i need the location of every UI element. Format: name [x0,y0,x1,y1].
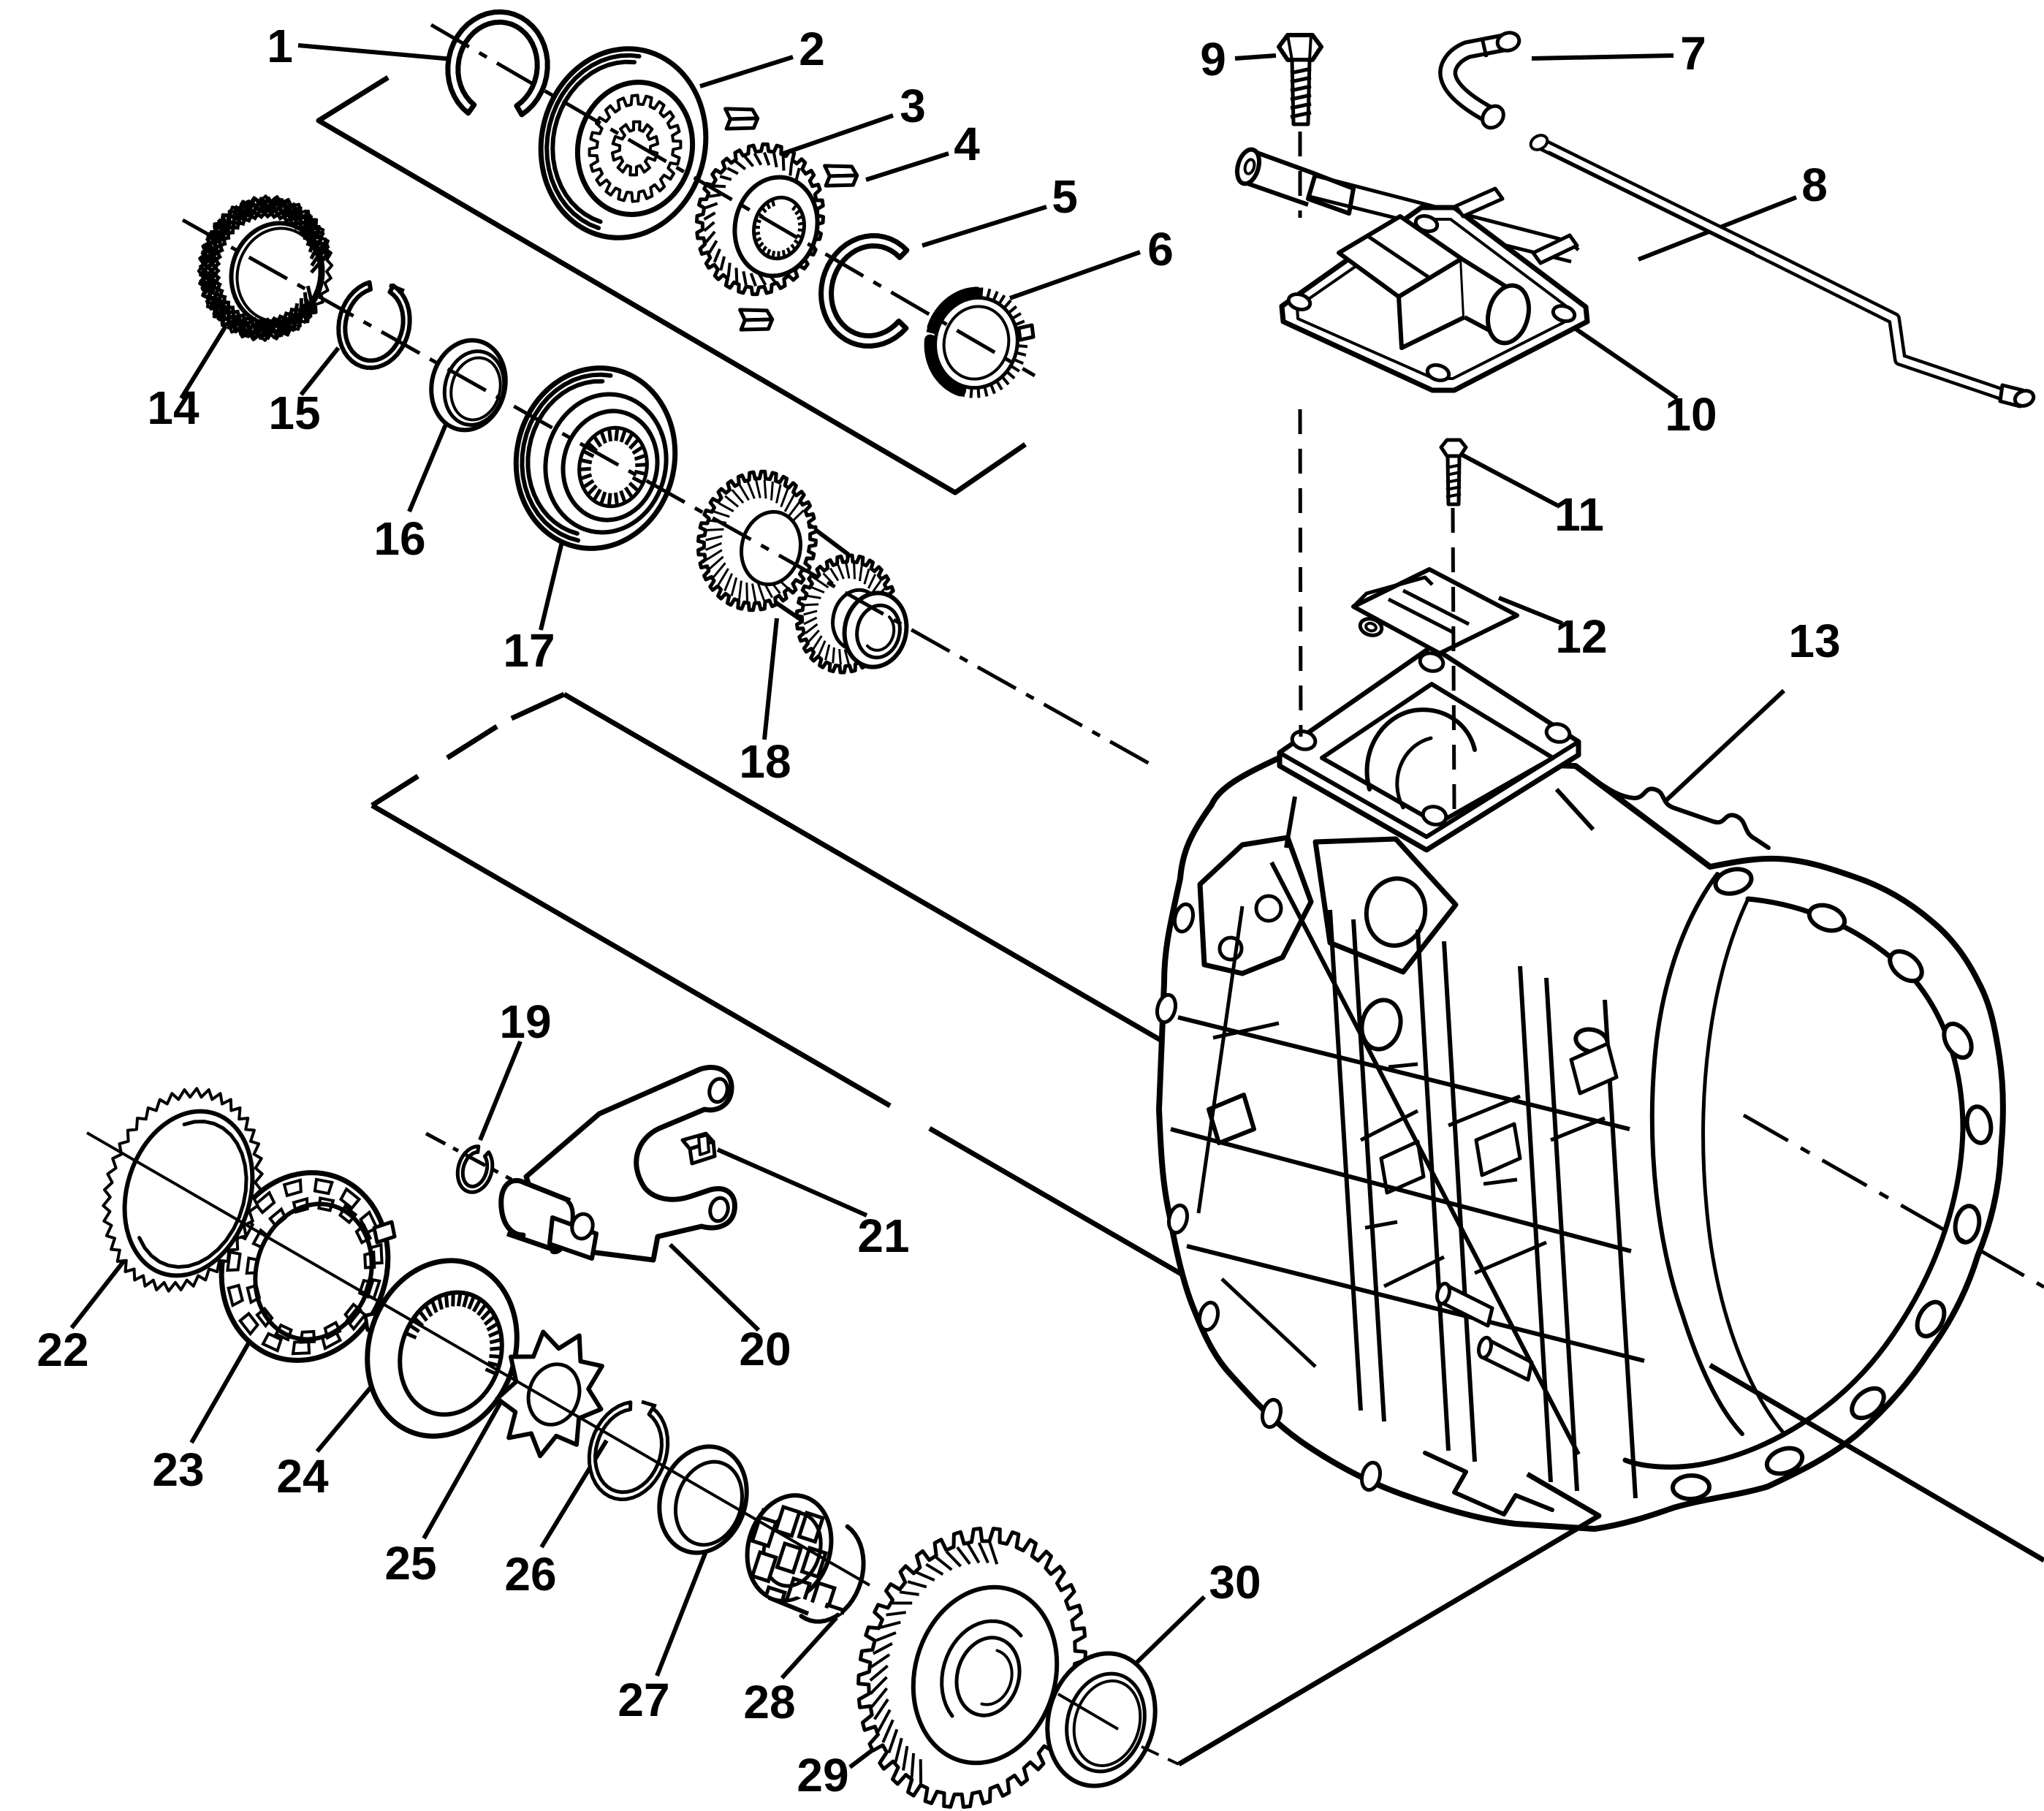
svg-text:8: 8 [1801,159,1828,211]
svg-text:12: 12 [1555,610,1607,663]
svg-text:27: 27 [618,1674,669,1726]
svg-text:16: 16 [373,512,425,565]
svg-text:15: 15 [268,387,320,439]
svg-text:3: 3 [900,80,926,132]
svg-text:22: 22 [37,1324,88,1376]
svg-text:10: 10 [1665,388,1717,441]
svg-text:28: 28 [743,1676,795,1728]
svg-text:19: 19 [499,995,551,1048]
svg-text:20: 20 [739,1323,791,1375]
svg-text:5: 5 [1052,170,1078,223]
svg-text:4: 4 [954,118,980,170]
svg-text:29: 29 [797,1749,848,1801]
svg-text:21: 21 [857,1210,909,1262]
svg-text:2: 2 [799,23,825,75]
svg-text:14: 14 [147,381,200,434]
svg-text:13: 13 [1788,615,1840,667]
svg-text:7: 7 [1680,27,1706,80]
svg-text:1: 1 [267,20,293,72]
svg-text:26: 26 [504,1548,556,1601]
svg-text:17: 17 [503,624,555,677]
svg-text:24: 24 [276,1450,329,1503]
svg-text:9: 9 [1200,33,1226,86]
svg-text:6: 6 [1147,223,1174,276]
svg-text:23: 23 [152,1443,204,1496]
svg-text:30: 30 [1209,1556,1261,1609]
svg-text:18: 18 [739,735,791,788]
svg-text:11: 11 [1554,488,1604,541]
svg-text:25: 25 [384,1537,436,1590]
